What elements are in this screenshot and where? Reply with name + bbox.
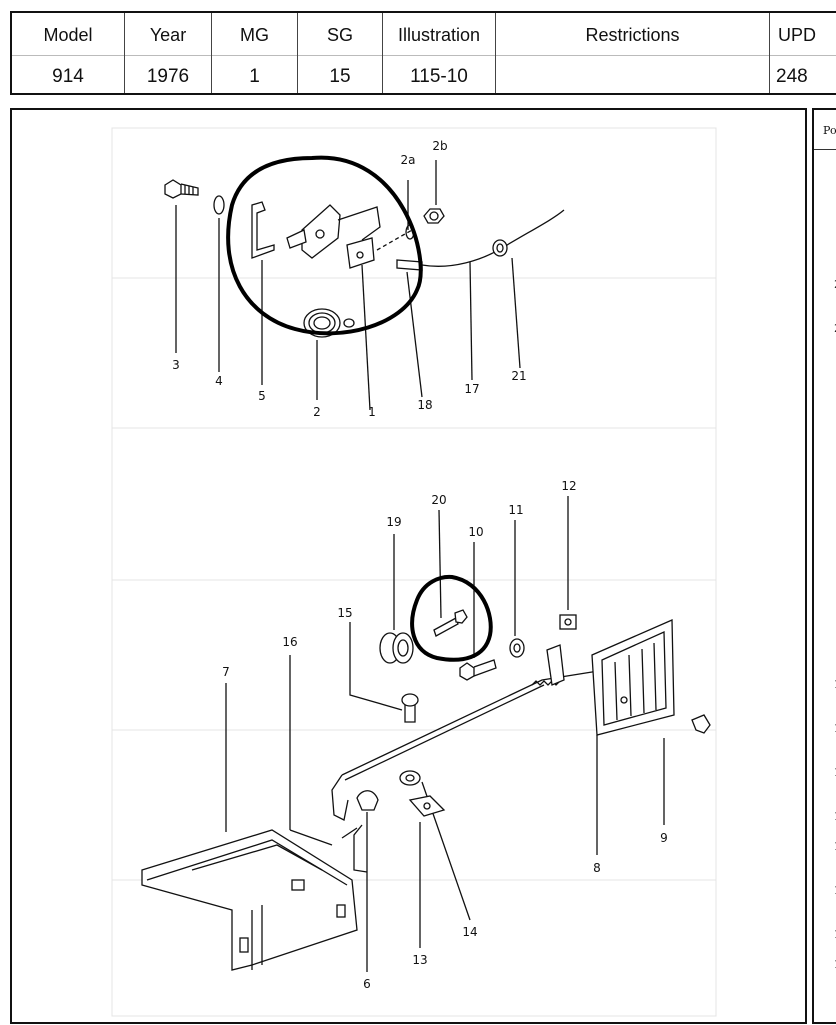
header-label-illustration: Illustration [397, 25, 481, 45]
parts-list-panel: Po 2 2 1 1 1 1 1 1 1 1 [812, 108, 836, 1024]
parts-list-row: 1 [834, 840, 836, 853]
callout-17: 17 [464, 382, 479, 396]
callout-5: 5 [258, 389, 266, 403]
callout-16: 16 [282, 635, 297, 649]
header-col-sg: SG 15 [298, 13, 383, 93]
header-col-upd: UPD 248 [770, 13, 836, 93]
header-label-mg: MG [240, 25, 269, 45]
throttle-plate-8 [341, 619, 675, 855]
callout-21: 21 [511, 369, 526, 383]
callout-3: 3 [172, 358, 180, 372]
callout-13: 13 [412, 953, 427, 967]
header-col-restrictions: Restrictions [496, 13, 770, 93]
annotation-circle-upper [226, 155, 423, 336]
header-label-sg: SG [326, 25, 353, 45]
header-value-illustration: 115-10 [410, 66, 468, 87]
cable-17 [421, 209, 565, 267]
header-label-restrictions: Restrictions [585, 25, 680, 45]
callout-7: 7 [222, 665, 230, 679]
header-label-upd: UPD [778, 25, 817, 45]
callout-9: 9 [660, 831, 668, 845]
header-col-year: Year 1976 [125, 13, 212, 93]
header-value-sg: 15 [329, 66, 351, 87]
parts-list-row: 2 [834, 322, 836, 335]
clip-5 [251, 201, 275, 259]
illustration-panel: 1 2 2a 2b 3 4 5 6 7 8 9 10 11 12 13 14 1… [10, 108, 807, 1024]
callout-2a: 2a [401, 153, 416, 167]
callout-8: 8 [593, 861, 601, 875]
washer-11 [509, 638, 525, 658]
rubber-buffer-2 [303, 308, 355, 400]
pin-18 [396, 259, 423, 271]
header-value-mg: 1 [249, 66, 260, 87]
washer-4 [213, 195, 225, 215]
bolt-20 [433, 617, 459, 637]
callout-20: 20 [431, 493, 446, 507]
callout-4: 4 [215, 374, 223, 388]
square-nut-12 [559, 614, 577, 630]
callout-19: 19 [386, 515, 401, 529]
header-col-mg: MG 1 [212, 13, 298, 93]
header-value-year: 1976 [146, 66, 190, 87]
screw-15 [349, 622, 419, 723]
parts-list-row: 1 [834, 928, 836, 941]
parts-list-row: 1 [834, 810, 836, 823]
parts-list-row: 2 [834, 278, 836, 291]
annotation-circle-lower [410, 574, 493, 662]
clip-6 [356, 790, 379, 811]
plate-13 [408, 795, 446, 817]
plug-9 [691, 714, 711, 734]
nut-2b [423, 208, 445, 224]
parts-header-table: Model 914 Year 1976 MG 1 SG 15 Illustrat… [10, 11, 836, 95]
callout-15: 15 [337, 606, 352, 620]
parts-list-row: 1 [834, 678, 836, 691]
parts-list-row: 1 [834, 722, 836, 735]
header-label-year: Year [149, 25, 187, 45]
callout-10: 10 [468, 525, 483, 539]
clip-16 [341, 824, 368, 873]
header-col-model: Model 914 [12, 13, 125, 93]
bolt-10 [459, 542, 497, 681]
callout-14: 14 [462, 925, 477, 939]
callout-1: 1 [368, 405, 376, 419]
parts-list-row: 1 [834, 766, 836, 779]
header-col-illustration: Illustration 115-10 [383, 13, 496, 93]
callout-12: 12 [561, 479, 576, 493]
parts-list-header: Po [814, 110, 836, 150]
parts-list-row: 1 [834, 884, 836, 897]
grommet-21 [492, 239, 508, 257]
header-row-divider [12, 55, 836, 56]
header-value-model: 914 [52, 66, 84, 87]
bracket-1 [286, 204, 381, 411]
cover-7 [141, 683, 358, 971]
parts-list-row: 1 [834, 958, 836, 971]
header-value-upd: 248 [776, 66, 808, 87]
exploded-parts-diagram: 1 2 2a 2b 3 4 5 6 7 8 9 10 11 12 13 14 1… [111, 127, 717, 1017]
washer-14 [399, 770, 421, 786]
header-label-model: Model [43, 25, 93, 45]
callout-18: 18 [417, 398, 432, 412]
bolt-3 [164, 179, 199, 353]
callout-11: 11 [508, 503, 523, 517]
rubber-buffer-19 [379, 534, 414, 664]
callout-2b: 2b [432, 139, 447, 153]
callout-2: 2 [313, 405, 321, 419]
callout-6: 6 [363, 977, 371, 991]
